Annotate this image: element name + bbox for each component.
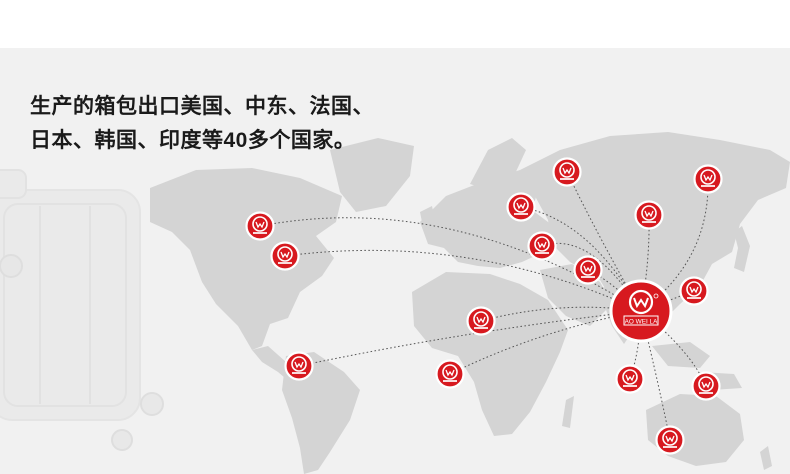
marker-australia (655, 425, 685, 455)
brand-logo-hub: AO WEI LA (609, 279, 673, 343)
marker-southeast-asia (615, 364, 645, 394)
marker-east-asia (679, 276, 709, 306)
top-white-band (0, 0, 790, 48)
suitcase-illustration (0, 169, 164, 451)
marker-south-america (284, 351, 314, 381)
marker-north-america-west (245, 211, 275, 241)
headline-line-1: 生产的箱包出口美国、中东、法国、 (30, 95, 374, 118)
world-map-graphic: AO WEI LA (0, 132, 790, 474)
headline-line-2: 日本、韩国、印度等40多个国家。 (30, 129, 356, 152)
marker-middle-east (573, 255, 603, 285)
marker-central-europe (527, 231, 557, 261)
marker-northern-europe (506, 192, 536, 222)
marker-usa-east (270, 241, 300, 271)
export-headline: 生产的箱包出口美国、中东、法国、 日本、韩国、印度等40多个国家。 (30, 90, 374, 158)
hub-brand-text: AO WEI LA (625, 318, 658, 325)
marker-russia (552, 157, 582, 187)
marker-central-asia (634, 200, 664, 230)
export-map-banner: AO WEI LA 生产的箱包出口美国、中东、法国、 日本、韩国、印度等40多个… (0, 48, 790, 474)
marker-indonesia (691, 371, 721, 401)
marker-west-africa (435, 359, 465, 389)
marker-east-asia-north (693, 164, 723, 194)
marker-north-africa (466, 306, 496, 336)
